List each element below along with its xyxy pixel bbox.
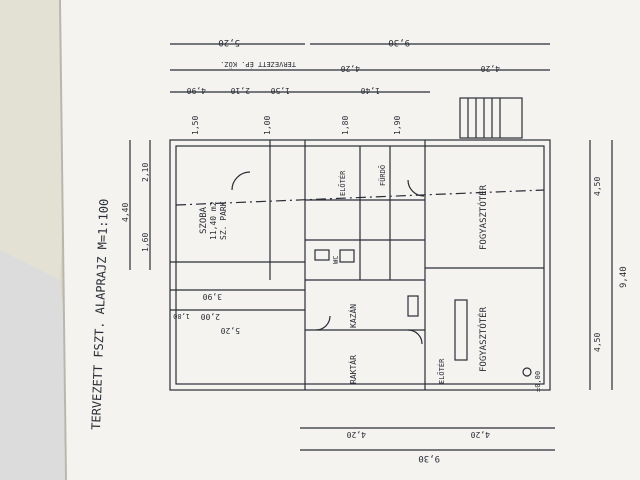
room-wc: WC [332, 256, 340, 264]
dim-bottom-a: 4,20 [347, 430, 366, 439]
dim-bottom-d: 2,00 [201, 312, 220, 321]
dim-top-a: 4,20 [481, 64, 500, 73]
dim-bottom-b: 4,20 [471, 430, 490, 439]
door-arc-4 [315, 315, 331, 331]
dim-right-b: 4,50 [593, 333, 602, 352]
dim-top-g: 1,50 [271, 86, 290, 95]
outer-wall [169, 139, 551, 391]
lower-paper-sheet [0, 250, 80, 480]
dim-left-g: 1,00 [263, 116, 272, 135]
dim-left-c: 1,60 [141, 233, 150, 252]
stairs [459, 97, 523, 139]
room-szoba-area: 11,40 m2 [209, 201, 218, 240]
dim-bottom-e: 1,80 [173, 312, 190, 320]
dim-top-total: 9,30 [388, 37, 410, 47]
toilet [339, 249, 355, 263]
room-kazan: KAZÁN [347, 304, 358, 328]
dim-top-e: 2,10 [231, 86, 250, 95]
dim-top-b: 4,20 [341, 64, 360, 73]
dim-left-a: 4,40 [121, 203, 130, 222]
sink [314, 249, 330, 261]
cabinet [454, 299, 468, 361]
dim-left-d: 1,90 [393, 116, 402, 135]
dim-bottom-total: 9,30 [418, 453, 440, 463]
floor-plan-drawing [129, 43, 613, 451]
room-szoba: SZOBA [199, 206, 209, 234]
dim-left-e: 1,50 [191, 116, 200, 135]
room-szoba-floor: SZ. PARK [219, 201, 228, 240]
room-fogyaszto-1: FOGYASZTÓTÉR [477, 184, 489, 250]
note-tervezett: TERVEZETT ÉP. KÖZ. [220, 60, 296, 69]
room-eloter: ELŐTÉR [338, 170, 347, 196]
dim-right-a: 4,50 [593, 177, 602, 196]
door-arc-2 [407, 179, 425, 197]
background-shadow [0, 0, 70, 300]
dim-top-f: 1,40 [361, 86, 380, 95]
room-furdo: FÜRDŐ [378, 165, 387, 186]
paper-edge [59, 0, 67, 480]
dim-top-c: 5,20 [218, 37, 240, 47]
dim-left-b: 2,10 [141, 163, 150, 182]
dim-bottom-c: 5,20 [221, 326, 240, 335]
room-fogyaszto-2: FOGYASZTÓTÉR [477, 306, 489, 372]
room-raktar: RAKTÁR [347, 355, 358, 384]
dim-top-d: 4,90 [187, 86, 206, 95]
dim-bottom-f: 3,90 [203, 292, 222, 301]
dim-level: ±0,00 [534, 371, 542, 392]
dim-right-total: 9,40 [619, 266, 629, 288]
door-arc-1 [231, 171, 251, 191]
level-marker [522, 367, 532, 377]
door-arc-3 [407, 329, 423, 345]
fixture-2 [407, 295, 419, 317]
dim-left-f: 1,80 [341, 116, 350, 135]
section-line [175, 189, 545, 206]
room-eloter-2: ELŐTÉR [437, 358, 446, 384]
